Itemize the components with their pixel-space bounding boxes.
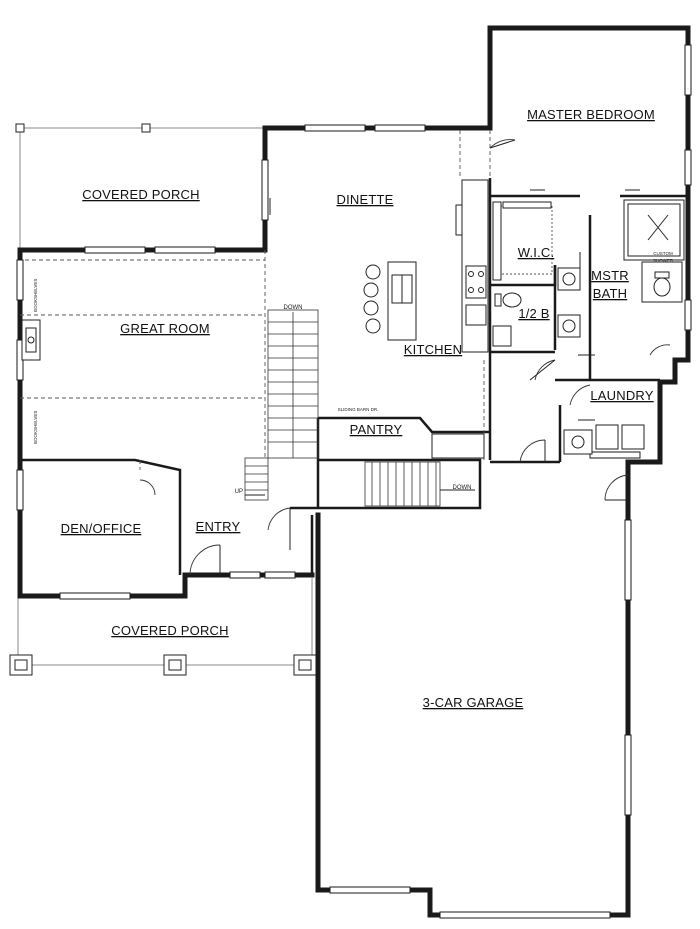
- label-front-covered-porch: COVERED PORCH: [111, 623, 228, 638]
- exterior-walls: [17, 25, 691, 918]
- note-stair-down-garage: DOWN: [453, 485, 472, 491]
- main-stairs: [267, 309, 319, 459]
- label-mstr-bath-1: MSTR: [591, 268, 629, 283]
- label-half-bath: 1/2 B: [518, 306, 549, 321]
- master-bath-fixtures: [557, 261, 683, 338]
- kitchen-counter: [455, 179, 489, 353]
- dashed-lines: [20, 130, 491, 470]
- porch-column: [163, 654, 187, 676]
- front-porch-outline: [9, 578, 317, 676]
- arrows: [269, 189, 640, 421]
- label-rear-covered-porch: COVERED PORCH: [82, 187, 199, 202]
- fireplace: [21, 319, 41, 361]
- note-bookshelves-upper: BOOKSHELVES: [33, 279, 38, 312]
- label-pantry: PANTRY: [350, 422, 403, 437]
- label-dinette: DINETTE: [336, 192, 393, 207]
- laundry-appliances: [563, 424, 645, 455]
- note-stair-up: UP: [235, 489, 243, 495]
- label-great-room: GREAT ROOM: [120, 321, 210, 336]
- note-bookshelves-lower: BOOKSHELVES: [33, 411, 38, 444]
- note-custom-shower-2: SHOWER: [653, 258, 674, 263]
- wic-closet-outline: [492, 201, 553, 281]
- door-swings: [139, 139, 671, 576]
- half-bath-fixtures: [492, 292, 522, 347]
- windows: [16, 44, 692, 919]
- porch-column: [293, 654, 317, 676]
- label-kitchen: KITCHEN: [404, 342, 462, 357]
- note-stair-down-upper: DOWN: [284, 305, 303, 311]
- interior-walls: [20, 178, 688, 575]
- entry-stairs: [244, 457, 269, 501]
- note-custom-shower-1: CUSTOM: [653, 251, 673, 256]
- note-sliding-barn: SLIDING BARN DR.: [338, 407, 379, 412]
- custom-shower: [623, 199, 685, 261]
- label-entry: ENTRY: [196, 519, 241, 534]
- porch-column: [9, 654, 33, 676]
- kitchen-island: [363, 261, 417, 341]
- label-mstr-bath-2: BATH: [593, 286, 628, 301]
- label-garage: 3-CAR GARAGE: [423, 695, 524, 710]
- label-master-bedroom: MASTER BEDROOM: [527, 107, 655, 122]
- garage-stairs: [364, 461, 475, 507]
- pantry-counter: [431, 433, 485, 459]
- label-laundry: LAUNDRY: [590, 388, 653, 403]
- label-wic: W.I.C.: [518, 245, 555, 260]
- label-den-office: DEN/OFFICE: [61, 521, 142, 536]
